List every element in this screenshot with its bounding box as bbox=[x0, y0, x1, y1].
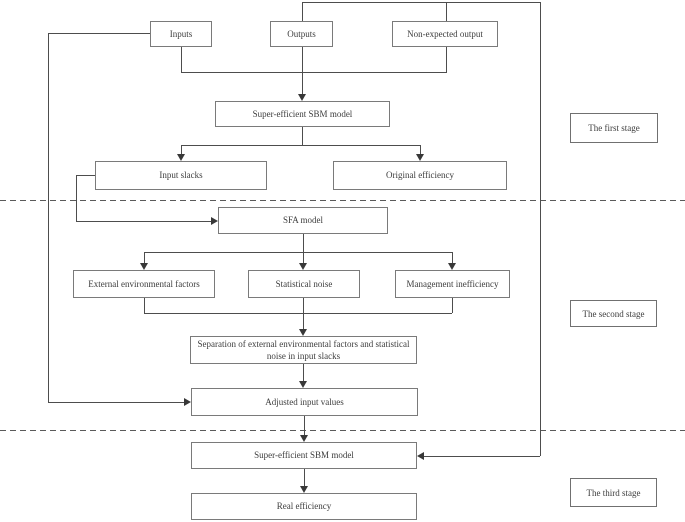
arrowhead-into-eef bbox=[140, 263, 148, 270]
arrowhead-into-input-slacks bbox=[177, 154, 185, 161]
node-external-environmental-factors: External environmental factors bbox=[73, 270, 215, 298]
connector-to-separation bbox=[303, 313, 304, 329]
node-outputs-label: Outputs bbox=[287, 28, 316, 39]
connector-adjusted-down bbox=[304, 416, 305, 435]
arrowhead-into-sbm2-top bbox=[300, 435, 308, 442]
arrowhead-into-sfa bbox=[211, 217, 218, 225]
node-external-environmental-factors-label: External environmental factors bbox=[88, 278, 200, 289]
node-original-efficiency-label: Original efficiency bbox=[385, 170, 455, 181]
connector-split-rail-1 bbox=[181, 145, 420, 146]
node-non-expected-output: Non-expected output bbox=[392, 21, 498, 47]
node-management-inefficiency: Management inefficiency bbox=[395, 270, 510, 298]
connector-into-adjusted-left bbox=[48, 402, 184, 403]
connector-right-rail bbox=[540, 2, 541, 456]
node-sbm-model-stage3-label: Super-efficient SBM model bbox=[254, 450, 354, 461]
arrowhead-into-sbm2 bbox=[417, 452, 424, 460]
node-real-efficiency: Real efficiency bbox=[191, 493, 417, 520]
arrowhead-into-real-efficiency bbox=[300, 486, 308, 493]
connector-top-rail bbox=[302, 2, 540, 3]
connector-to-original-efficiency bbox=[420, 145, 421, 154]
node-sbm-model-stage3: Super-efficient SBM model bbox=[191, 442, 417, 469]
node-sfa-model-label: SFA model bbox=[282, 215, 324, 226]
arrowhead-into-separation bbox=[299, 329, 307, 336]
connector-input-slacks-down bbox=[76, 175, 77, 221]
stage-label-second: The second stage bbox=[570, 300, 657, 327]
connector-outputs-top bbox=[302, 2, 303, 21]
connector-sbm1-down bbox=[302, 127, 303, 145]
stage-label-first-text: The first stage bbox=[588, 123, 640, 133]
connector-merge-rail-2 bbox=[144, 313, 452, 314]
connector-outputs-to-sbm1 bbox=[302, 47, 303, 94]
connector-to-input-slacks bbox=[181, 145, 182, 154]
connector-left-rail bbox=[48, 33, 49, 402]
connector-nonexpected-down bbox=[446, 47, 447, 73]
connector-into-sbm2-right bbox=[424, 456, 540, 457]
node-outputs: Outputs bbox=[270, 21, 333, 47]
node-input-slacks-label: Input slacks bbox=[159, 170, 203, 181]
node-inputs: Inputs bbox=[150, 21, 212, 47]
node-sbm-model-stage1: Super-efficient SBM model bbox=[215, 101, 390, 127]
node-adjusted-input-values: Adjusted input values bbox=[191, 388, 418, 416]
node-adjusted-input-values-label: Adjusted input values bbox=[265, 396, 344, 407]
node-input-slacks: Input slacks bbox=[95, 161, 267, 190]
connector-separation-down bbox=[303, 364, 304, 381]
stage-divider-2 bbox=[0, 430, 685, 431]
connector-input-slacks-left bbox=[76, 175, 95, 176]
arrowhead-into-adjusted bbox=[184, 398, 191, 406]
connector-noise-down bbox=[303, 298, 304, 313]
arrowhead-into-adjusted-top bbox=[299, 381, 307, 388]
node-non-expected-output-label: Non-expected output bbox=[407, 28, 483, 39]
node-separation-label: Separation of external environmental fac… bbox=[197, 338, 410, 361]
stage-label-second-text: The second stage bbox=[582, 308, 645, 319]
stage-label-first: The first stage bbox=[570, 113, 658, 143]
node-statistical-noise: Statistical noise bbox=[248, 270, 360, 298]
node-sfa-model: SFA model bbox=[218, 207, 388, 234]
connector-split-rail-2 bbox=[144, 252, 452, 253]
node-original-efficiency: Original efficiency bbox=[333, 161, 507, 190]
node-statistical-noise-label: Statistical noise bbox=[275, 278, 333, 289]
connector-inputs-down bbox=[181, 47, 182, 73]
connector-sbm2-down bbox=[304, 469, 305, 486]
connector-sfa-down bbox=[303, 234, 304, 252]
node-inputs-label: Inputs bbox=[169, 28, 193, 39]
node-sbm-model-stage1-label: Super-efficient SBM model bbox=[252, 108, 353, 119]
arrowhead-into-noise bbox=[299, 263, 307, 270]
arrowhead-into-mgmt bbox=[448, 263, 456, 270]
arrowhead-into-sbm1 bbox=[298, 94, 306, 101]
node-real-efficiency-label: Real efficiency bbox=[276, 501, 332, 512]
stage-label-third: The third stage bbox=[570, 478, 657, 507]
node-separation: Separation of external environmental fac… bbox=[190, 336, 417, 364]
connector-inputs-left bbox=[48, 33, 150, 34]
arrowhead-into-original-efficiency bbox=[416, 154, 424, 161]
connector-merge-rail bbox=[181, 72, 446, 73]
stage-label-third-text: The third stage bbox=[586, 487, 641, 498]
connector-eef-down bbox=[144, 298, 145, 313]
stage-divider-1 bbox=[0, 200, 685, 201]
connector-to-mgmt bbox=[452, 252, 453, 263]
node-management-inefficiency-label: Management inefficiency bbox=[406, 278, 499, 289]
connector-mgmt-down bbox=[452, 298, 453, 313]
connector-top-to-nonexpected bbox=[446, 2, 447, 21]
connector-into-sfa bbox=[76, 221, 211, 222]
connector-to-noise bbox=[303, 252, 304, 263]
connector-to-eef bbox=[144, 252, 145, 263]
